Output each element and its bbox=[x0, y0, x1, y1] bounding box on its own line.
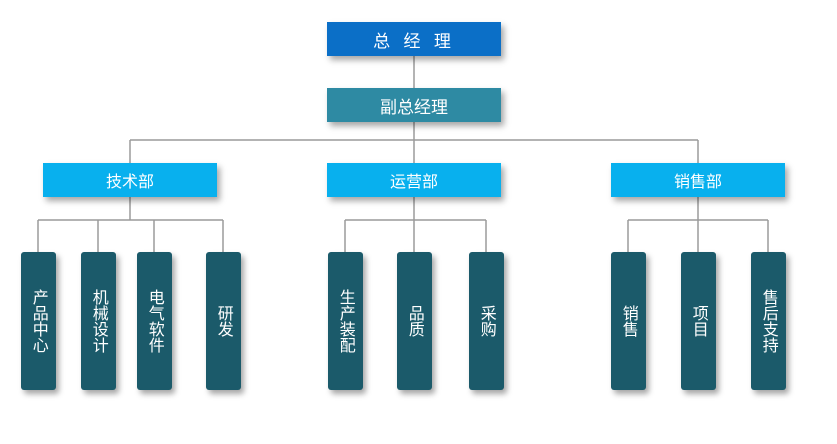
unit-procurement: 采购 bbox=[469, 252, 504, 390]
dept-sales-label: 销售部 bbox=[673, 172, 722, 191]
dept-operations-box: 运营部 bbox=[327, 163, 501, 197]
general-manager-label: 总 经 理 bbox=[373, 31, 455, 52]
deputy-general-manager-box: 副总经理 bbox=[327, 88, 501, 122]
unit-after-sales-support: 售后支持 bbox=[751, 252, 786, 390]
dept-operations-label: 运营部 bbox=[389, 172, 438, 191]
dept-tech-box: 技术部 bbox=[43, 163, 217, 197]
unit-procurement-label: 采购 bbox=[477, 305, 497, 337]
unit-rnd-label: 研发 bbox=[214, 305, 234, 337]
unit-after-sales-support-label: 售后支持 bbox=[759, 289, 779, 353]
unit-quality: 品质 bbox=[397, 252, 432, 390]
unit-mechanical-design-label: 机械设计 bbox=[89, 289, 109, 353]
unit-rnd: 研发 bbox=[206, 252, 241, 390]
unit-production-assembly-label: 生产装配 bbox=[336, 289, 356, 353]
unit-projects: 项目 bbox=[681, 252, 716, 390]
unit-mechanical-design: 机械设计 bbox=[81, 252, 116, 390]
unit-quality-label: 品质 bbox=[405, 305, 425, 337]
unit-product-center: 产品中心 bbox=[21, 252, 56, 390]
unit-production-assembly: 生产装配 bbox=[328, 252, 363, 390]
unit-product-center-label: 产品中心 bbox=[29, 289, 49, 353]
unit-sales: 销售 bbox=[611, 252, 646, 390]
unit-electrical-software: 电气软件 bbox=[137, 252, 172, 390]
unit-sales-label: 销售 bbox=[619, 305, 639, 337]
unit-projects-label: 项目 bbox=[689, 305, 709, 337]
deputy-general-manager-label: 副总经理 bbox=[380, 97, 448, 118]
unit-electrical-software-label: 电气软件 bbox=[145, 289, 165, 353]
general-manager-box: 总 经 理 bbox=[327, 22, 501, 56]
dept-tech-label: 技术部 bbox=[105, 172, 154, 191]
dept-sales-box: 销售部 bbox=[611, 163, 785, 197]
